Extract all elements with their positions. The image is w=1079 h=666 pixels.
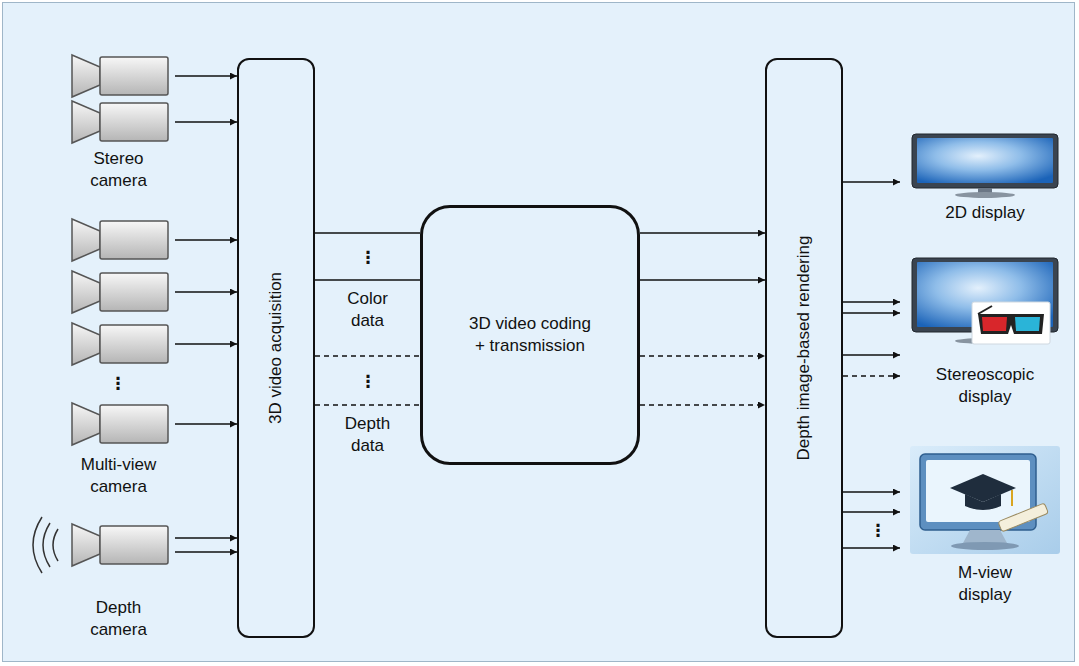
device-label: M-view display (935, 562, 1035, 606)
data-arrow (175, 423, 237, 424)
box-title: 3D video coding + transmission (466, 313, 594, 357)
data-arrow (175, 75, 237, 76)
red-lens (982, 317, 1007, 331)
monitor-base (955, 192, 1015, 198)
data-arrow (843, 375, 900, 376)
display-group: M-view display (900, 444, 1070, 610)
data-arrow (843, 181, 900, 182)
data-arrow (640, 404, 765, 405)
glasses-frame (978, 314, 1044, 334)
data-arrow (175, 121, 237, 122)
ellipsis-mark: ⋮ (360, 373, 377, 390)
band-title: 3D video acquisition (265, 272, 287, 424)
data-arrow (315, 232, 420, 233)
data-arrow (843, 491, 900, 492)
device-label: Stereo camera (79, 148, 159, 192)
cyan-lens (1015, 317, 1040, 331)
glasses-tile (972, 302, 1050, 344)
band-title: Depth image-based rendering (793, 236, 815, 461)
monitor-icon (912, 258, 1058, 344)
data-arrow (175, 291, 237, 292)
glasses-arm (978, 306, 992, 314)
data-arrow (175, 551, 237, 552)
data-arrow (175, 343, 237, 344)
monitor-icon (912, 134, 1058, 198)
display-group: 2D display (900, 130, 1070, 230)
camera-icon (72, 271, 168, 313)
camera-icon (72, 403, 168, 445)
data-arrow (843, 312, 900, 313)
monitor-neck (963, 530, 1007, 543)
monitor-base (951, 542, 1019, 550)
ellipsis-mark: ⋮ (870, 522, 887, 539)
device-label: Stereoscopic display (930, 364, 1040, 408)
monitor-frame (912, 134, 1058, 188)
edge-label: Depth data (340, 413, 396, 457)
data-arrow (640, 279, 765, 280)
process-band: 3D video acquisition (237, 58, 315, 638)
ellipsis-mark: ⋮ (360, 249, 377, 266)
camera-icon (72, 524, 168, 566)
monitor-icon (910, 446, 1060, 554)
camera-icon (72, 219, 168, 261)
data-arrow (843, 511, 900, 512)
cap-tassel (1011, 490, 1013, 506)
camera-icon (72, 101, 168, 143)
data-arrow (843, 547, 900, 548)
cap-icon (950, 474, 1016, 502)
data-arrow (640, 232, 765, 233)
process-band: Depth image-based rendering (765, 58, 843, 638)
wave-arc (43, 523, 50, 567)
diploma-icon (998, 503, 1048, 532)
process-box: 3D video coding + transmission (420, 205, 640, 465)
monitor-screen (917, 138, 1053, 183)
camera-group: Multi-view camera (62, 210, 175, 502)
data-arrow (843, 301, 900, 302)
data-arrow (315, 279, 420, 280)
data-arrow (315, 404, 420, 405)
data-arrow (315, 355, 420, 356)
wave-arc (53, 529, 58, 561)
device-label: 2D display (910, 202, 1060, 224)
device-label: Multi-view camera (74, 454, 164, 498)
camera-icon (72, 55, 168, 97)
data-arrow (640, 355, 765, 356)
ellipsis-mark: ⋮ (110, 375, 127, 392)
monitor-frame (912, 258, 1058, 332)
data-arrow (175, 537, 237, 538)
device-label: Depth camera (77, 597, 161, 641)
cap-icon (965, 494, 1001, 510)
depth-waves (33, 517, 58, 573)
edge-label: Color data (340, 288, 396, 332)
camera-group: Depth camera (62, 515, 175, 643)
icon-tile (910, 446, 1060, 554)
wave-arc (33, 517, 42, 573)
monitor-screen (926, 460, 1030, 522)
data-arrow (175, 239, 237, 240)
display-group: Stereoscopic display (900, 254, 1070, 412)
camera-icon (72, 323, 168, 365)
data-arrow (843, 354, 900, 355)
camera-group: Stereo camera (62, 48, 175, 196)
